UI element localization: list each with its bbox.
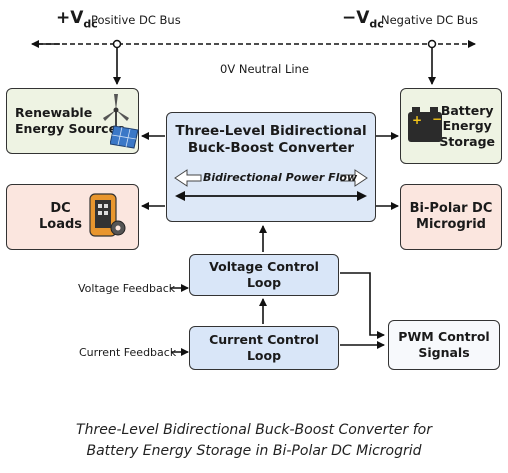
pwm-control-block: PWM Control Signals <box>388 320 500 370</box>
svg-text:+: + <box>412 113 422 127</box>
renewable-label-line2: Energy Sources <box>15 121 125 136</box>
dc-loads-line1: DC <box>50 200 71 216</box>
neutral-line-label: 0V Neutral Line <box>220 62 309 76</box>
current-feedback-label: Current Feedback <box>79 346 177 359</box>
pwm-line1: PWM Control <box>398 329 490 345</box>
power-flow-label: Bidirectional Power Flow <box>203 171 358 184</box>
battery-label-line2: Energy <box>442 118 492 134</box>
voltage-control-loop-block: Voltage Control Loop <box>189 254 339 296</box>
solar-panel-icon <box>110 125 139 149</box>
dc-loads-line2: Loads <box>39 217 83 232</box>
positive-bus-node <box>112 39 122 49</box>
converter-block: Three-Level Bidirectional Buck-Boost Con… <box>166 112 376 222</box>
current-control-loop-block: Current Control Loop <box>189 326 339 370</box>
microgrid-line2: Microgrid <box>416 217 486 232</box>
svg-text:−: − <box>432 112 442 126</box>
caption-line2: Battery Energy Storage in Bi-Polar DC Mi… <box>86 443 422 459</box>
dc-loads-block: DC Loads <box>6 184 139 250</box>
bidirectional-flow-arrows <box>174 169 368 201</box>
negative-bus-symbol: −Vdc <box>342 8 384 31</box>
negative-bus-node <box>427 39 437 49</box>
diagram-caption: Three-Level Bidirectional Buck-Boost Con… <box>0 420 508 462</box>
microgrid-line1: Bi-Polar DC <box>409 200 493 216</box>
caption-line1: Three-Level Bidirectional Buck-Boost Con… <box>76 422 432 438</box>
positive-bus-label: Positive DC Bus <box>91 13 181 27</box>
converter-title-line1: Three-Level Bidirectional <box>175 123 367 139</box>
positive-bus-symbol: +Vdc <box>56 8 98 31</box>
phone-gear-icon <box>89 193 126 237</box>
negative-bus-label: Negative DC Bus <box>381 13 478 27</box>
voltage-loop-label: Voltage Control Loop <box>209 259 319 290</box>
pwm-line2: Signals <box>418 345 470 360</box>
battery-label-line1: Battery <box>440 102 494 118</box>
voltage-feedback-label: Voltage Feedback <box>78 282 176 295</box>
voltage-to-pwm-arrow <box>340 272 385 339</box>
wind-turbine-icon <box>103 94 129 140</box>
microgrid-block: Bi-Polar DC Microgrid <box>400 184 502 250</box>
current-loop-label: Current Control Loop <box>209 332 319 363</box>
converter-title-line2: Buck-Boost Converter <box>187 139 355 156</box>
battery-label-line3: Storage <box>439 133 495 149</box>
renewable-label-line1: Renewable <box>15 105 93 121</box>
battery-icon: + − <box>408 107 442 142</box>
